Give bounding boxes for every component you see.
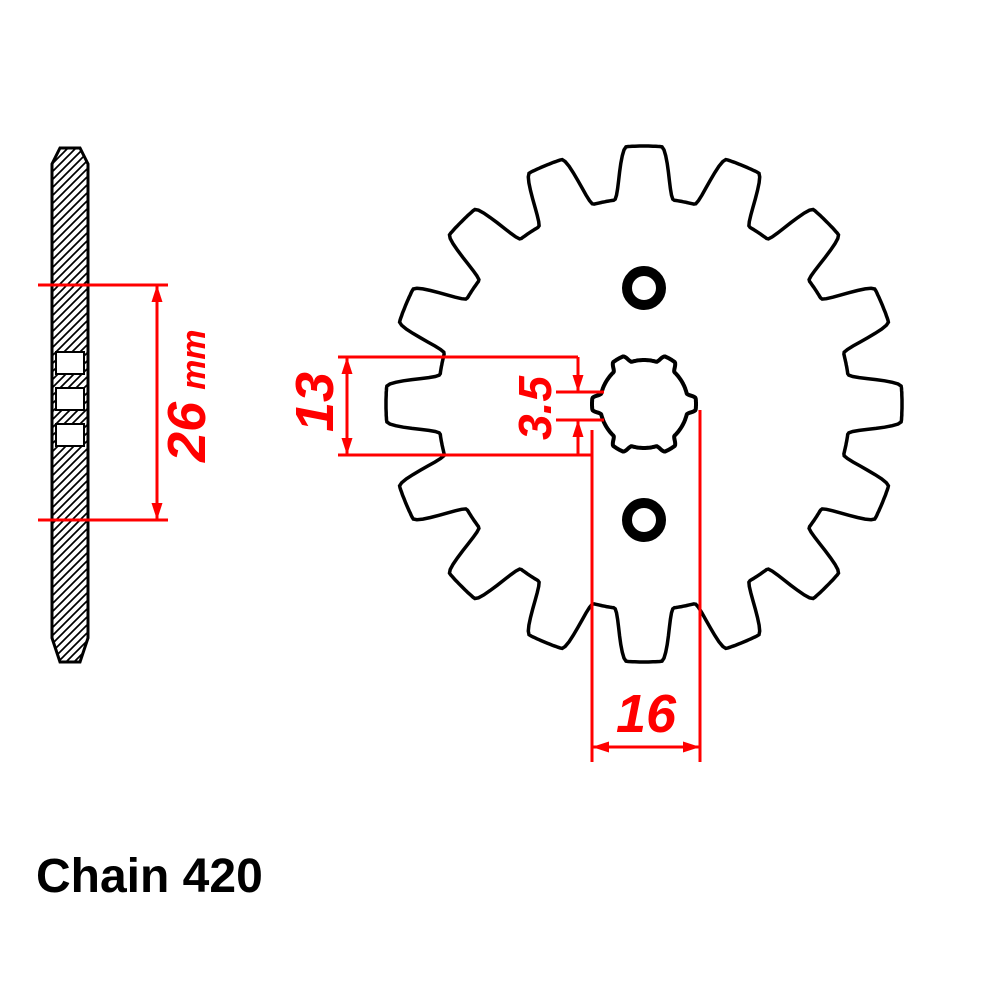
side-view bbox=[50, 146, 90, 664]
side-view-spline-slot bbox=[55, 423, 85, 447]
dim-tooth-span-label: 13 bbox=[285, 372, 345, 432]
front-view bbox=[384, 144, 904, 664]
dimension-arrow bbox=[341, 438, 353, 455]
bolt-hole-top bbox=[622, 266, 666, 310]
side-view-spline-slot bbox=[55, 351, 85, 375]
dimension-arrow bbox=[151, 503, 163, 520]
dimension-arrow bbox=[572, 375, 584, 392]
dimension-lines bbox=[38, 283, 702, 762]
chain-size-label: Chain 420 bbox=[36, 850, 263, 903]
dimension-arrow bbox=[592, 741, 609, 753]
spline-bore-outline bbox=[590, 354, 698, 454]
dimension-arrow bbox=[572, 420, 584, 437]
dimension-arrow bbox=[151, 285, 163, 302]
dimension-arrow bbox=[341, 357, 353, 374]
dim-bore-label: 16 bbox=[616, 684, 677, 744]
dim-hub-width-label: 26mm bbox=[157, 329, 217, 463]
bolt-hole-bottom bbox=[622, 498, 666, 542]
dim-spline-depth-label: 3.5 bbox=[509, 375, 561, 440]
dimension-arrow bbox=[683, 741, 700, 753]
side-view-spline-slot bbox=[55, 387, 85, 411]
